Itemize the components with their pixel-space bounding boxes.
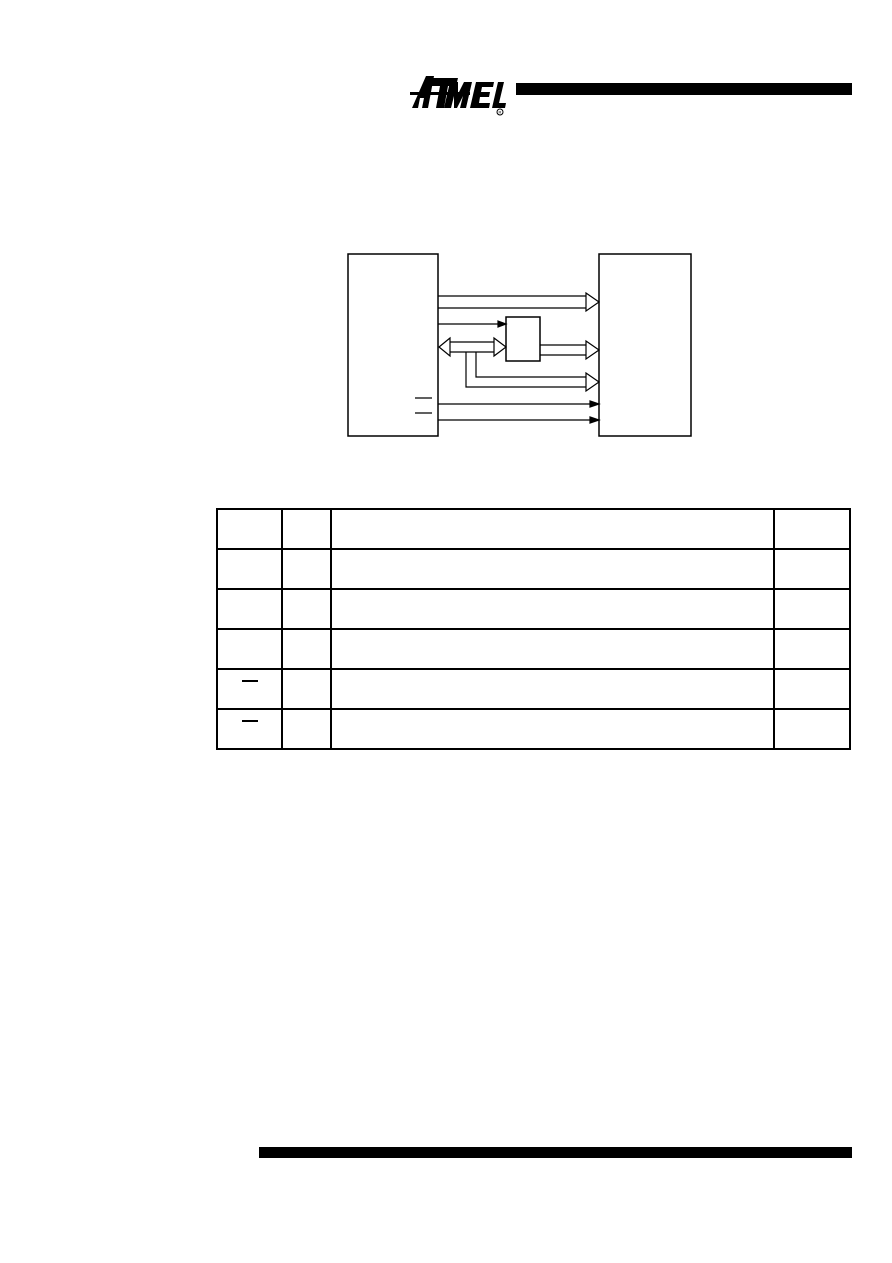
description-cell	[330, 708, 775, 750]
active-low-overbar	[241, 720, 258, 722]
right-block	[598, 253, 692, 437]
pin-cell	[216, 588, 283, 630]
reference-cell	[773, 548, 851, 590]
reference-cell	[773, 588, 851, 630]
pin-cell	[216, 548, 283, 590]
description-cell	[330, 508, 775, 550]
signal-description-table	[216, 508, 851, 750]
svg-text:R: R	[499, 110, 502, 115]
bus-arrow	[465, 352, 601, 393]
table-row	[216, 708, 851, 750]
table-header-row	[216, 508, 851, 550]
pin-cell	[216, 668, 283, 710]
bus-arrow	[438, 291, 601, 313]
pin-cell	[216, 628, 283, 670]
io-cell	[281, 628, 332, 670]
description-cell	[330, 548, 775, 590]
description-cell	[330, 668, 775, 710]
io-cell	[281, 548, 332, 590]
latch-block	[505, 316, 541, 362]
pin-cell	[216, 508, 283, 550]
table-row	[216, 548, 851, 590]
io-cell	[281, 508, 332, 550]
control-line-arrow	[438, 400, 601, 408]
bus-arrow	[540, 339, 601, 361]
line-arrow	[438, 320, 508, 328]
pin-cell	[216, 708, 283, 750]
left-block	[347, 253, 439, 437]
io-cell	[281, 708, 332, 750]
description-cell	[330, 588, 775, 630]
io-cell	[281, 588, 332, 630]
table-row	[216, 628, 851, 670]
active-low-overbar	[241, 680, 258, 682]
reference-cell	[773, 628, 851, 670]
footer-rule	[259, 1147, 852, 1158]
io-cell	[281, 668, 332, 710]
control-line-arrow	[438, 416, 601, 424]
reference-cell	[773, 708, 851, 750]
bidirectional-bus-arrow	[438, 336, 507, 358]
header-rule	[516, 83, 852, 95]
table-row	[216, 588, 851, 630]
description-cell	[330, 628, 775, 670]
atmel-logo: R	[410, 76, 506, 116]
reference-cell	[773, 668, 851, 710]
interface-block-diagram	[347, 253, 692, 437]
reference-cell	[773, 508, 851, 550]
table-row	[216, 668, 851, 710]
